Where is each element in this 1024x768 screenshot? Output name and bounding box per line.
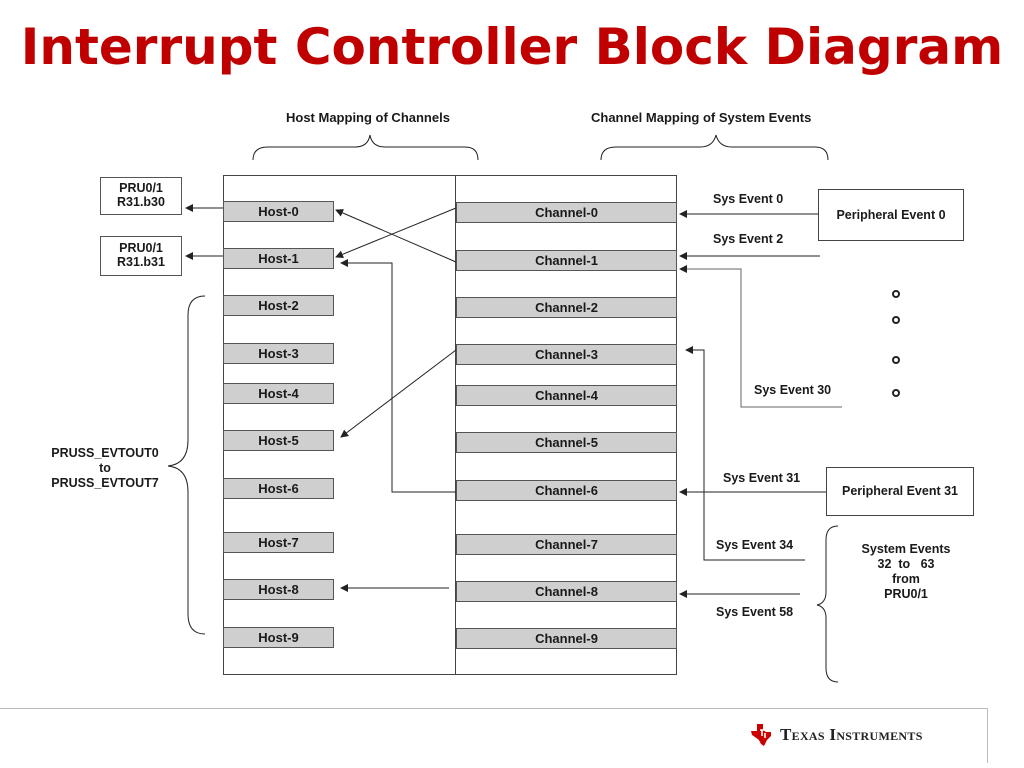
channel-3-to-host-5 [340, 349, 457, 438]
host-3-box: Host-3 [223, 343, 334, 364]
channel-8-box: Channel-8 [456, 581, 677, 602]
host-2-box: Host-2 [223, 295, 334, 316]
ti-logo: Texas Instruments [748, 722, 923, 748]
evtout-brace [167, 295, 206, 635]
peripheral-event-0-box: Peripheral Event 0 [818, 189, 964, 241]
sys-event-2-label: Sys Event 2 [713, 232, 784, 246]
host-mapping-brace [252, 134, 479, 161]
channel-1-to-host-0 [335, 209, 457, 263]
pru-output-b31-line2: R31.b31 [117, 255, 165, 269]
evtout-line3: PRUSS_EVTOUT7 [51, 476, 159, 490]
channel-0-box: Channel-0 [456, 202, 677, 223]
ellipsis-dot [892, 316, 900, 324]
host-9-box: Host-9 [223, 627, 334, 648]
evtout-line2: to [99, 461, 111, 475]
host-1-box: Host-1 [223, 248, 334, 269]
channel-0-to-host-1 [335, 207, 457, 259]
pru-output-b30: PRU0/1 R31.b30 [100, 177, 182, 215]
channel-4-box: Channel-4 [456, 385, 677, 406]
channel-6-box: Channel-6 [456, 480, 677, 501]
system-events-group-label: System Events 32 to 63 from PRU0/1 [848, 542, 964, 602]
system-events-line2: 32 to 63 [877, 557, 935, 571]
host-6-box: Host-6 [223, 478, 334, 499]
ellipsis-dot [892, 290, 900, 298]
system-events-line1: System Events [861, 542, 951, 556]
sys-event-58-label: Sys Event 58 [716, 605, 794, 619]
peripheral-event-31-box: Peripheral Event 31 [826, 467, 974, 516]
sys-event-0-label: Sys Event 0 [713, 192, 784, 206]
channel-1-box: Channel-1 [456, 250, 677, 271]
channel-3-box: Channel-3 [456, 344, 677, 365]
host-7-box: Host-7 [223, 532, 334, 553]
system-events-brace [816, 525, 839, 683]
footer-bar [0, 708, 988, 763]
pru-output-b30-line2: R31.b30 [117, 195, 165, 209]
evtout-line1: PRUSS_EVTOUT0 [51, 446, 159, 460]
sys-event-34-label: Sys Event 34 [716, 538, 794, 552]
sys-event-30-arrow [679, 265, 842, 408]
sys-event-30-label: Sys Event 30 [754, 383, 832, 397]
channel-7-box: Channel-7 [456, 534, 677, 555]
pru-output-b31-line1: PRU0/1 [119, 241, 163, 255]
host-5-box: Host-5 [223, 430, 334, 451]
host-8-box: Host-8 [223, 579, 334, 600]
channel-6-to-host-1 [340, 259, 456, 493]
ellipsis-dot [892, 356, 900, 364]
channel-5-box: Channel-5 [456, 432, 677, 453]
host-4-box: Host-4 [223, 383, 334, 404]
channel-9-box: Channel-9 [456, 628, 677, 649]
ellipsis-dot [892, 389, 900, 397]
channel-mapping-header: Channel Mapping of System Events [591, 110, 812, 125]
evtout-label: PRUSS_EVTOUT0 to PRUSS_EVTOUT7 [40, 446, 170, 491]
system-events-line3: from [892, 572, 920, 586]
channel-2-box: Channel-2 [456, 297, 677, 318]
host-0-box: Host-0 [223, 201, 334, 222]
page-title: Interrupt Controller Block Diagram [20, 18, 1004, 76]
sys-event-31-label: Sys Event 31 [723, 471, 801, 485]
texas-state-icon [751, 724, 771, 746]
host-mapping-header: Host Mapping of Channels [286, 110, 450, 125]
pru-output-b30-line1: PRU0/1 [119, 181, 163, 195]
sys-event-34-arrow [685, 346, 805, 561]
pru-output-b31: PRU0/1 R31.b31 [100, 236, 182, 276]
ti-brand-text: Texas Instruments [780, 725, 923, 744]
frame-divider [455, 175, 456, 675]
system-events-line4: PRU0/1 [884, 587, 928, 601]
channel-mapping-brace [600, 134, 829, 161]
